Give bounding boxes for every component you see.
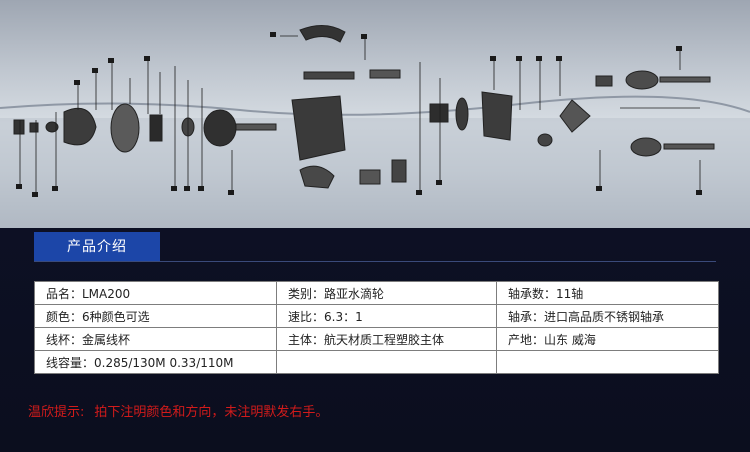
handle-knob [630, 137, 662, 157]
exploded-view-diagram [0, 0, 750, 228]
spec-body: 主体：航天材质工程塑胶主体 [276, 327, 497, 351]
spec-origin: 产地：山东 威海 [496, 327, 719, 351]
table-row: 品名：LMA200 类别：路亚水滴轮 轴承数：11轴 [34, 281, 719, 305]
spec-gear-ratio: 速比：6.3：1 [276, 304, 497, 328]
section-title: 产品介绍 [34, 232, 160, 262]
section-divider [34, 261, 716, 262]
notice-text: 拍下注明颜色和方向，未注明默发右手。 [94, 405, 329, 420]
table-row: 线杯：金属线杯 主体：航天材质工程塑胶主体 产地：山东 威海 [34, 327, 719, 351]
part [359, 169, 381, 185]
table-row: 颜色：6种颜色可选 速比：6.3：1 轴承：进口高品质不锈钢轴承 [34, 304, 719, 328]
spec-empty-cell [496, 350, 719, 374]
part [29, 122, 39, 133]
reel-frame [291, 95, 346, 161]
level-wind [303, 71, 355, 80]
part [595, 75, 613, 87]
spec-table: 品名：LMA200 类别：路亚水滴轮 轴承数：11轴 颜色：6种颜色可选 速比：… [34, 281, 719, 374]
part [391, 159, 407, 183]
foot-part [299, 165, 335, 189]
gear [455, 97, 469, 131]
horizon-line [0, 95, 750, 116]
callout-markers [16, 32, 702, 197]
spec-bearing-count: 轴承数：11轴 [496, 281, 719, 305]
reel-parts-illustration [0, 25, 750, 228]
spool-shaft [235, 123, 277, 131]
part [537, 133, 553, 147]
callout-lines [19, 35, 701, 192]
center-frame-parts [291, 25, 469, 189]
spec-category: 类别：路亚水滴轮 [276, 281, 497, 305]
right-side-parts [481, 70, 715, 157]
spool [203, 109, 237, 147]
part [429, 103, 449, 123]
spec-bearing: 轴承：进口高品质不锈钢轴承 [496, 304, 719, 328]
side-plate [110, 103, 140, 153]
part [13, 119, 25, 135]
handle-knob [625, 70, 659, 90]
handle-arm [659, 76, 711, 83]
side-plate-right [481, 91, 513, 141]
spec-spool: 线杯：金属线杯 [34, 327, 277, 351]
spec-color: 颜色：6种颜色可选 [34, 304, 277, 328]
star-drag [559, 99, 591, 133]
notice-label: 温欣提示: [28, 405, 85, 420]
handle-arm [663, 143, 715, 150]
spec-line-capacity: 线容量：0.285/130M 0.33/110M [34, 350, 277, 374]
table-row: 线容量：0.285/130M 0.33/110M [34, 350, 719, 374]
spec-name: 品名：LMA200 [34, 281, 277, 305]
part [149, 114, 163, 142]
order-notice: 温欣提示: 拍下注明颜色和方向，未注明默发右手。 [28, 401, 328, 420]
part [369, 69, 401, 79]
part [45, 121, 59, 133]
spec-empty-cell [276, 350, 497, 374]
top-handle-part [299, 25, 346, 43]
